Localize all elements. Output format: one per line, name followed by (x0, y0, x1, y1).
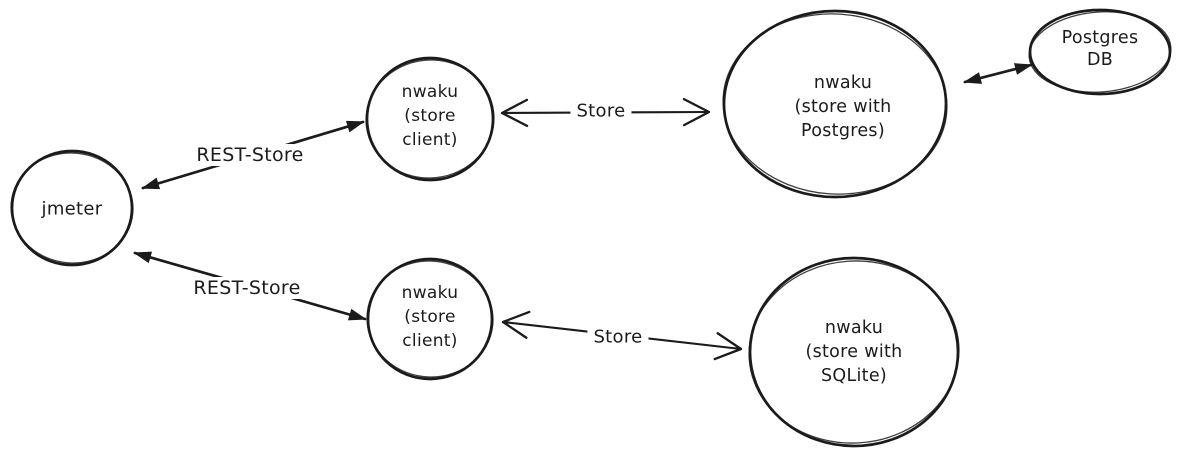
node-store-sqlite-shape (748, 256, 960, 448)
edge-store-bottom-label: Store (587, 326, 649, 348)
node-postgres-db-shape (1028, 8, 1172, 96)
node-postgres-db-label: Postgres DB (1061, 28, 1139, 70)
node-store-client-bottom-label: nwaku (store client) (401, 283, 459, 351)
node-jmeter-shape (10, 149, 134, 267)
node-jmeter-label: jmeter (41, 198, 103, 220)
node-store-sqlite-label: nwaku (store with SQLite) (805, 318, 903, 386)
node-store-client-bottom-shape (366, 257, 494, 381)
node-store-client-top-shape (365, 56, 495, 182)
edge-rest-store-bottom-label: REST-Store (187, 277, 307, 299)
node-store-postgres-shape (722, 9, 948, 199)
node-store-postgres-label: nwaku (store with Postgres) (794, 73, 892, 141)
node-store-client-top-label: nwaku (store client) (401, 82, 459, 150)
edge-store-top-label: Store (570, 100, 632, 122)
edge-rest-store-top-label: REST-Store (190, 144, 310, 166)
edge-postgres-db-link (963, 63, 1033, 84)
